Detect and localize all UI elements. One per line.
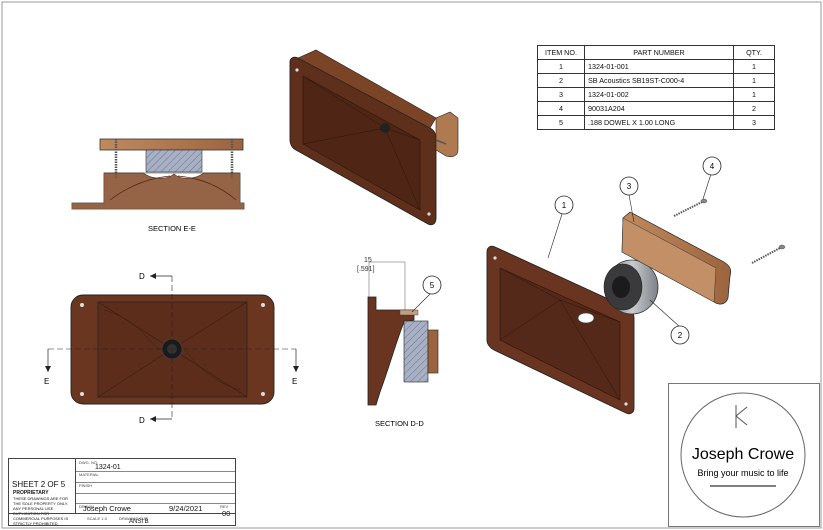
drawing-size: ANSI B	[129, 519, 149, 525]
balloon-callouts: 1 2 3 4 5	[411, 156, 722, 345]
dimension-alt: [.591]	[357, 266, 375, 273]
dwg-no-label: DWG. NO.	[79, 460, 99, 465]
balloon-2-label: 2	[678, 331, 683, 340]
dimension-value: 15	[364, 257, 372, 264]
section-e-e-label: SECTION E-E	[148, 224, 196, 233]
cut-label-d-bottom: D	[139, 416, 145, 425]
title-block: SHEET 2 OF 5 PROPRIETARY THESE DRAWINGS …	[8, 458, 236, 526]
title-block-bottom-row: SCALE 1:3 DRAWING SIZE ANSI B	[9, 513, 235, 526]
sheet-cell: SHEET 2 OF 5 PROPRIETARY THESE DRAWINGS …	[9, 459, 76, 526]
exploded-isometric-view	[486, 198, 786, 415]
cut-label-e-left: E	[44, 377, 49, 386]
balloon-4-label: 4	[710, 162, 715, 171]
section-d-d-label: SECTION D-D	[375, 419, 424, 428]
balloon-3	[619, 176, 639, 196]
dwg-no: 1324-01	[95, 464, 121, 471]
balloon-4	[702, 156, 722, 176]
drawn-by: Joseph Crowe	[83, 504, 131, 513]
cut-label-d-top: D	[139, 272, 145, 281]
proprietary-title: PROPRIETARY	[13, 490, 49, 496]
balloon-2	[670, 325, 690, 345]
logo-tagline: Bring your music to life	[697, 468, 788, 478]
logo-graphic: Joseph Crowe Bring your music to life	[680, 392, 806, 518]
drawn-label: DRAWN	[79, 504, 94, 509]
balloon-1	[554, 195, 574, 215]
drawing-size-label: DRAWING SIZE	[119, 516, 149, 521]
isometric-rear-view	[289, 49, 459, 226]
finish-label: FINISH	[79, 483, 93, 488]
logo-box	[668, 383, 820, 527]
balloon-5	[422, 275, 442, 295]
bom-qty: 3	[733, 115, 775, 130]
rev-label: REV	[220, 504, 229, 509]
balloon-1-label: 1	[562, 201, 567, 210]
front-view: D D E E	[44, 272, 299, 425]
section-e-e-view: SECTION E-E	[71, 138, 245, 233]
cut-label-e-right: E	[292, 377, 297, 386]
balloon-3-label: 3	[627, 182, 632, 191]
logo-name: Joseph Crowe	[692, 446, 794, 463]
sheet-number: SHEET 2 OF 5	[12, 480, 66, 489]
balloon-5-label: 5	[430, 281, 435, 290]
bom-header-row: ITEM NO. PART NUMBER QTY.	[537, 45, 775, 60]
scale-label: SCALE 1:3	[87, 516, 107, 521]
drawing-date: 9/24/2021	[169, 504, 203, 513]
material-label: MATERIAL	[79, 472, 99, 477]
section-d-d-view: 15 [.591] SECTION D-D	[357, 257, 439, 428]
